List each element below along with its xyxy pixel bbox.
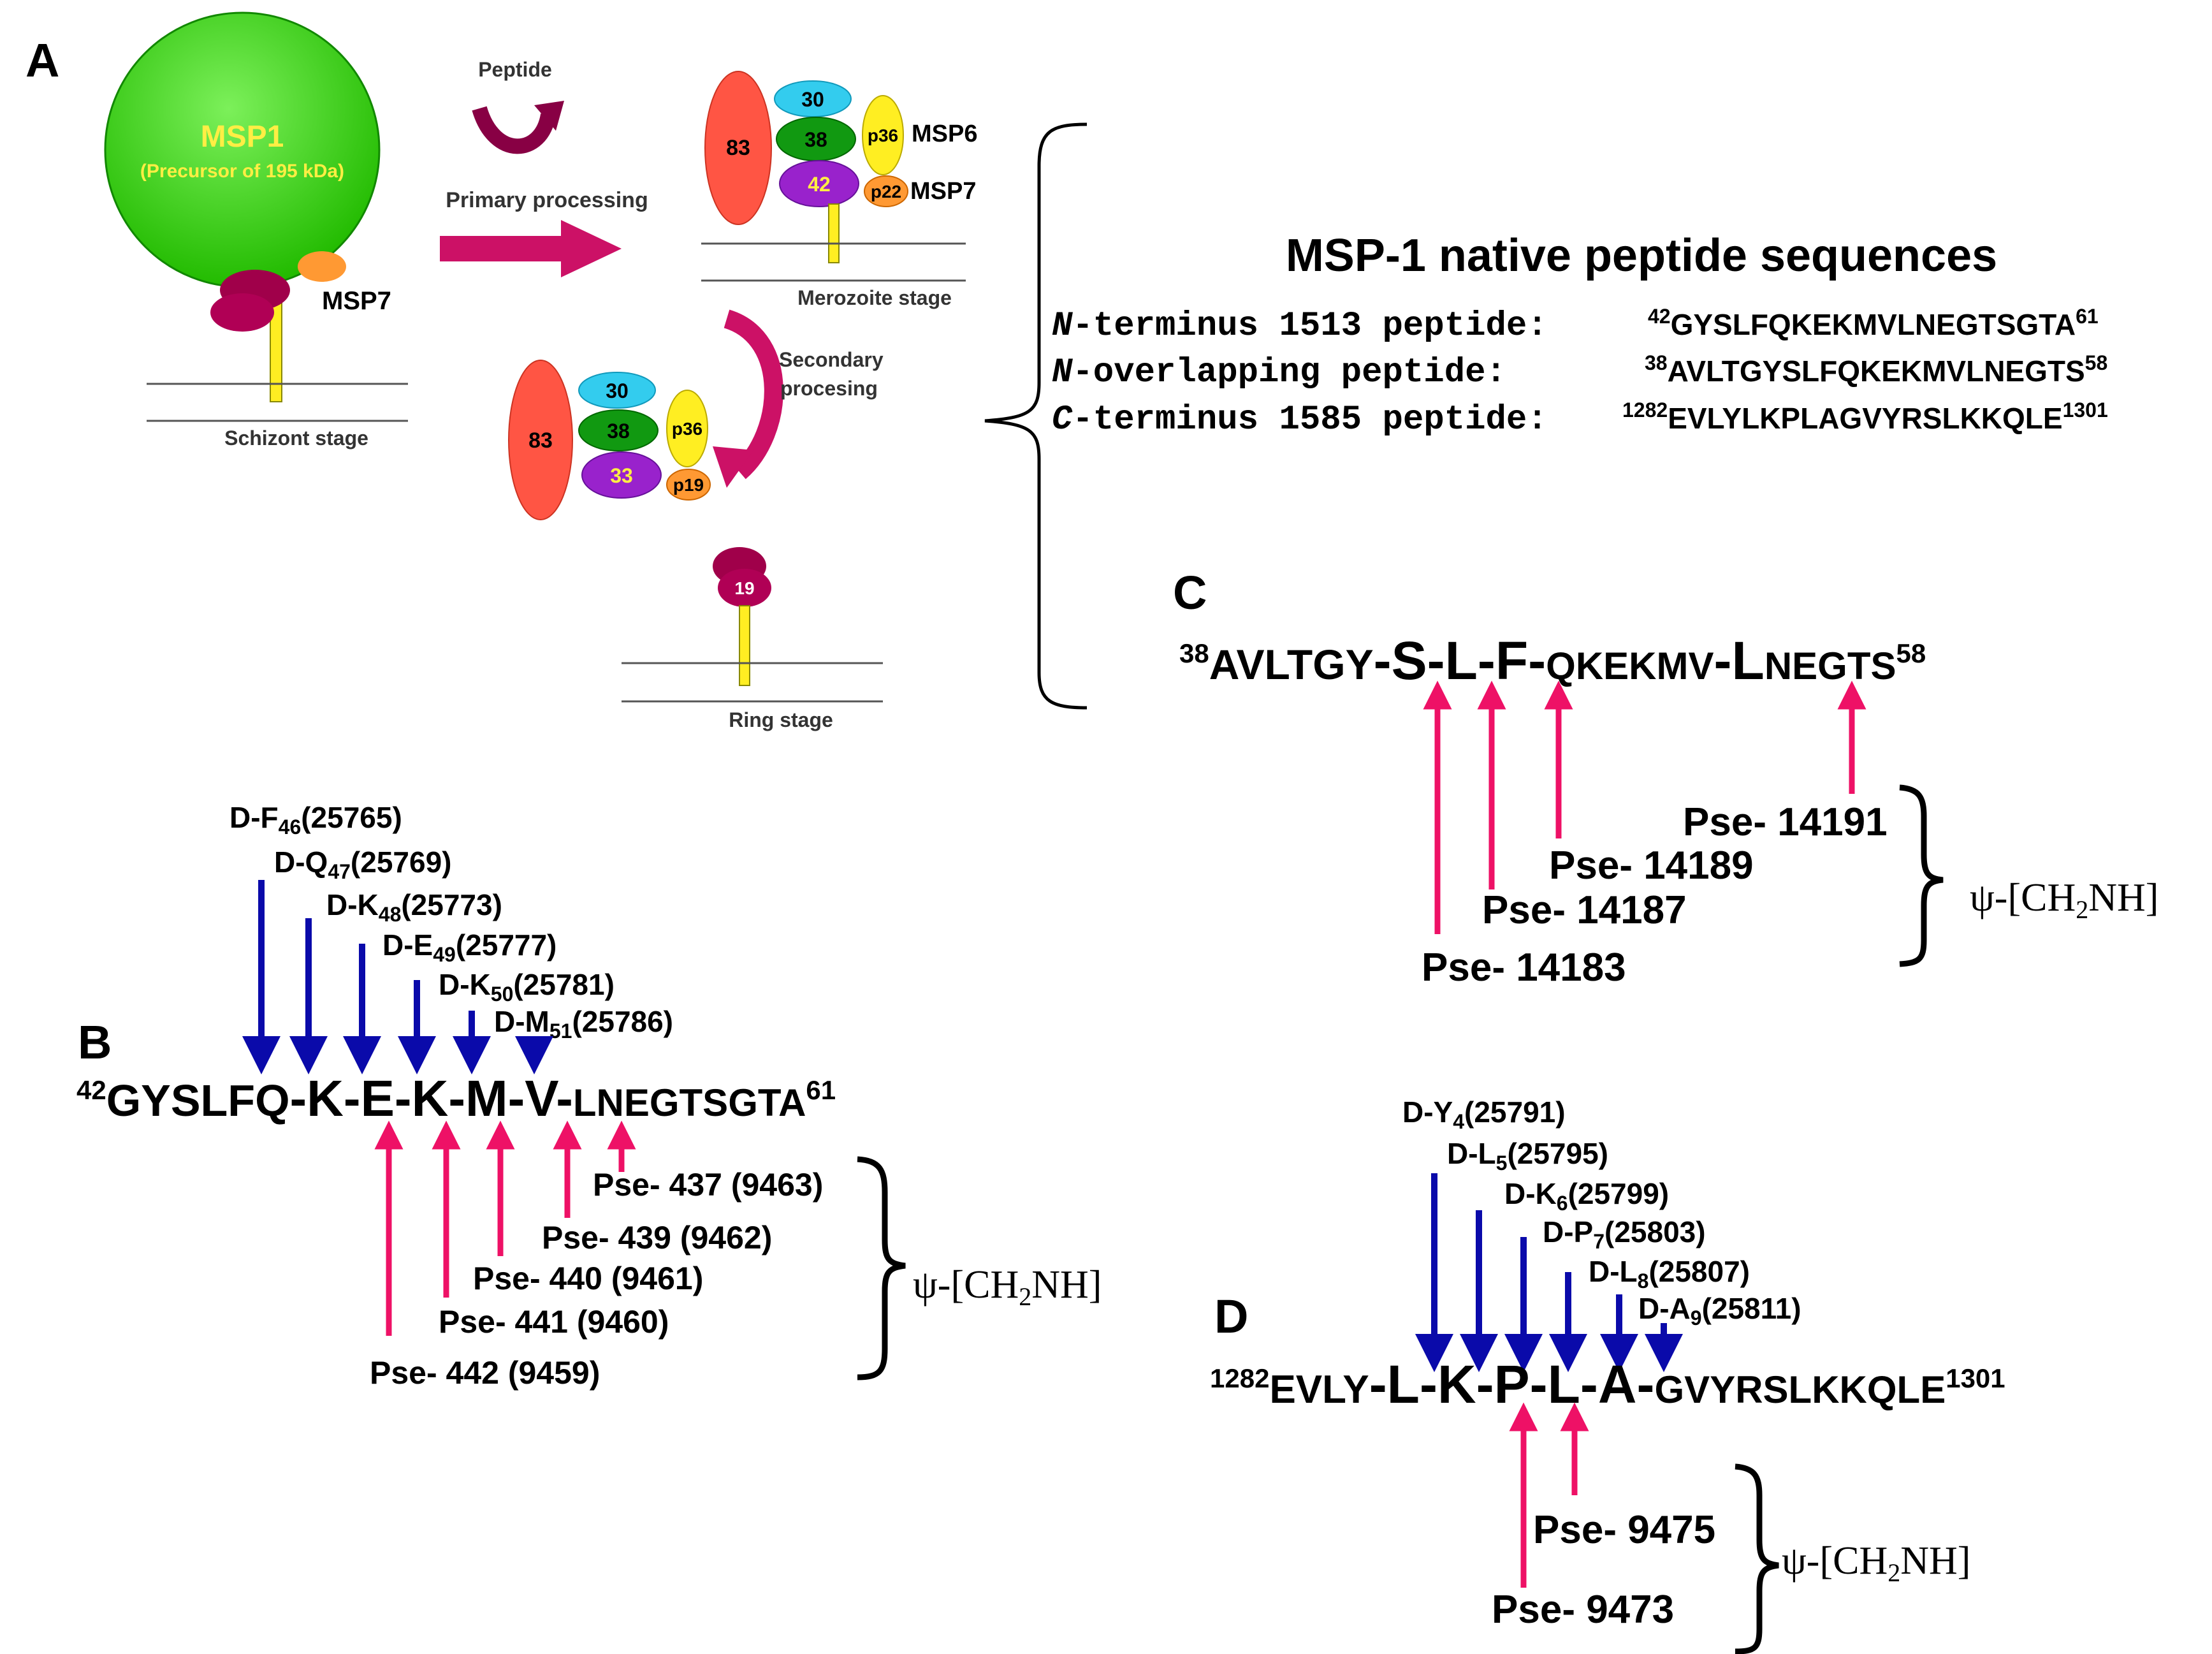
svg-text:38: 38 [804, 128, 827, 151]
svg-text:Pse- 437 (9463): Pse- 437 (9463) [593, 1167, 823, 1203]
panel-b-psi: ψ-[CH2NH] [913, 1263, 1102, 1311]
svg-text:19: 19 [734, 578, 754, 598]
merozoite-label: Merozoite stage [797, 286, 952, 309]
panel-c-letter: C [1173, 566, 1207, 619]
ring-stage: 19 Ring stage [622, 547, 883, 731]
native-title: MSP-1 native peptide sequences [1286, 230, 1997, 281]
svg-text:p19: p19 [673, 475, 704, 495]
panel-b-pink-arrows [374, 1120, 636, 1336]
svg-text:Pse- 9475: Pse- 9475 [1533, 1508, 1715, 1552]
msp7-blob [298, 251, 346, 282]
svg-text:Pse- 439 (9462): Pse- 439 (9462) [542, 1220, 772, 1255]
msp1-subtitle: (Precursor of 195 kDa) [140, 161, 344, 182]
svg-text:Pse- 441 (9460): Pse- 441 (9460) [439, 1304, 669, 1340]
svg-text:D-A9(25811): D-A9(25811) [1638, 1292, 1801, 1329]
peptide-label: Peptide [478, 58, 552, 81]
panel-c-brace [1899, 784, 1944, 967]
msp1-title: MSP1 [201, 120, 284, 154]
panel-b-blue-arrows [242, 880, 553, 1074]
secondary-processing-arrow [723, 309, 783, 479]
svg-text:D-K48(25773): D-K48(25773) [326, 888, 502, 926]
svg-text:D-P7(25803): D-P7(25803) [1543, 1215, 1706, 1253]
primary-processing-arrow [440, 220, 622, 277]
msp7-label: MSP7 [322, 287, 391, 315]
merozoite-stage: 83 30 38 42 p36 p22 MSP6 MSP7 Merozoite … [701, 71, 977, 309]
panel-c-pink-arrows [1423, 680, 1866, 934]
svg-text:Pse- 440 (9461): Pse- 440 (9461) [473, 1261, 703, 1296]
panel-b-brace [857, 1156, 906, 1380]
svg-text:Pse- 14191: Pse- 14191 [1683, 800, 1888, 844]
native-brace [984, 122, 1088, 710]
svg-text:N-terminus 1513 peptide:: N-terminus 1513 peptide: [1052, 307, 1548, 346]
native-row-1: N-terminus 1513 peptide: 42GYSLFQKEKMVLN… [1052, 305, 2099, 346]
svg-text:D-Q47(25769): D-Q47(25769) [274, 845, 451, 883]
svg-text:p22: p22 [871, 182, 901, 201]
svg-text:83: 83 [726, 136, 750, 160]
secondary-label-2: procesing [780, 377, 878, 400]
svg-text:C-terminus 1585 peptide:: C-terminus 1585 peptide: [1052, 400, 1548, 439]
panel-b-sequence: 42GYSLFQ-K-E-K-M-V-LNEGTSGTA61 [76, 1070, 836, 1127]
svg-text:42: 42 [808, 173, 831, 196]
svg-text:D-L5(25795): D-L5(25795) [1447, 1137, 1608, 1175]
panel-d-sequence: 1282EVLY-L-K-P-L-A-GVYRSLKKQLE1301 [1210, 1354, 2005, 1414]
svg-text:N-overlapping peptide:: N-overlapping peptide: [1052, 353, 1506, 392]
svg-text:30: 30 [801, 88, 824, 111]
native-row-3: C-terminus 1585 peptide: 1282EVLYLKPLAGV… [1052, 399, 2108, 439]
svg-text:D-E49(25777): D-E49(25777) [382, 928, 557, 966]
primary-processing-label: Primary processing [446, 188, 648, 212]
panel-b-pse-labels: Pse- 437 (9463) Pse- 439 (9462) Pse- 440… [370, 1167, 823, 1391]
svg-text:42GYSLFQKEKMVLNEGTSGTA61: 42GYSLFQKEKMVLNEGTSGTA61 [1648, 305, 2099, 341]
svg-text:83: 83 [528, 428, 553, 453]
panel-d-d-labels: D-Y4(25791) D-L5(25795) D-K6(25799) D-P7… [1402, 1095, 1801, 1329]
panel-c-psi: ψ-[CH2NH] [1970, 876, 2158, 924]
svg-text:Pse- 14189: Pse- 14189 [1549, 844, 1754, 888]
panel-d-pse-labels: Pse- 9475 Pse- 9473 [1492, 1508, 1715, 1632]
svg-text:Pse- 14183: Pse- 14183 [1422, 946, 1626, 990]
panel-c-pse-labels: Pse- 14191 Pse- 14189 Pse- 14187 Pse- 14… [1422, 800, 1888, 990]
msp6-label: MSP6 [912, 121, 977, 147]
panel-d-brace [1735, 1463, 1779, 1654]
panel-d-psi: ψ-[CH2NH] [1782, 1539, 1970, 1587]
schizont-stage: MSP1 (Precursor of 195 kDa) MSP7 Schizon… [104, 11, 408, 450]
native-row-2: N-overlapping peptide: 38AVLTGYSLFQKEKMV… [1052, 351, 2107, 392]
svg-text:D-M51(25786): D-M51(25786) [494, 1005, 673, 1043]
secondary-label-1: Secondary [779, 348, 884, 371]
panel-d-letter: D [1214, 1290, 1248, 1343]
ring-label: Ring stage [729, 708, 833, 731]
svg-text:p36: p36 [672, 419, 702, 439]
panel-d-blue-arrows [1415, 1173, 1683, 1372]
svg-text:D-Y4(25791): D-Y4(25791) [1402, 1095, 1566, 1133]
secondary-products: 83 30 38 33 p36 p19 [508, 360, 711, 520]
panel-d-pink-arrows [1509, 1402, 1589, 1588]
svg-text:33: 33 [610, 464, 633, 487]
svg-text:Pse- 14187: Pse- 14187 [1482, 888, 1687, 932]
schizont-label: Schizont stage [224, 427, 368, 450]
svg-text:Pse- 442 (9459): Pse- 442 (9459) [370, 1355, 600, 1391]
peptide-release-arrow [472, 106, 556, 154]
svg-text:38: 38 [607, 420, 630, 443]
panel-a-letter: A [25, 34, 59, 87]
svg-text:30: 30 [606, 379, 629, 402]
msp7-label-2: MSP7 [910, 178, 976, 205]
panel-b-d-labels: D-F46(25765) D-Q47(25769) D-K48(25773) D… [229, 801, 673, 1043]
svg-text:p36: p36 [868, 126, 898, 145]
svg-text:Pse- 9473: Pse- 9473 [1492, 1588, 1674, 1632]
panel-b-letter: B [78, 1016, 112, 1069]
svg-text:D-K6(25799): D-K6(25799) [1504, 1177, 1669, 1215]
svg-text:38AVLTGYSLFQKEKMVLNEGTS58: 38AVLTGYSLFQKEKMVLNEGTS58 [1645, 351, 2107, 388]
svg-text:D-F46(25765): D-F46(25765) [229, 801, 402, 838]
svg-text:1282EVLYLKPLAGVYRSLKKQLE1301: 1282EVLYLKPLAGVYRSLKKQLE1301 [1622, 399, 2108, 435]
svg-text:D-K50(25781): D-K50(25781) [439, 968, 615, 1006]
svg-text:D-L8(25807): D-L8(25807) [1589, 1255, 1750, 1292]
panel-c-sequence: 38AVLTGY-S-L-F-QKEKMV-LNEGTS58 [1179, 631, 1926, 691]
